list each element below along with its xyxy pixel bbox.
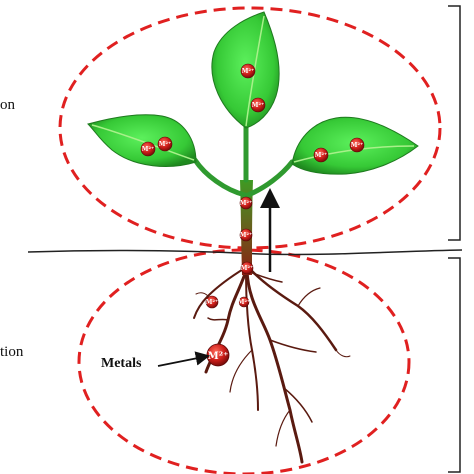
shoot-zone-ellipse bbox=[58, 6, 442, 250]
ion-legend: M²⁺ bbox=[206, 343, 230, 367]
ion-root-1: M²⁺ bbox=[205, 295, 219, 309]
ion-stem-2: M²⁺ bbox=[239, 228, 253, 242]
svg-text:M²⁺: M²⁺ bbox=[240, 232, 252, 239]
svg-text:M²⁺: M²⁺ bbox=[159, 141, 171, 148]
svg-text:M²⁺: M²⁺ bbox=[241, 265, 253, 272]
svg-text:M²⁺: M²⁺ bbox=[252, 102, 264, 109]
leaves bbox=[87, 11, 419, 175]
svg-text:M²⁺: M²⁺ bbox=[208, 351, 229, 362]
svg-text:M²⁺: M²⁺ bbox=[206, 299, 218, 306]
ion-leaf-top-2: M²⁺ bbox=[250, 97, 266, 113]
shoot-bracket bbox=[448, 5, 461, 241]
ion-leaf-right-2: M²⁺ bbox=[349, 137, 365, 153]
ion-root-2: M²⁺ bbox=[238, 296, 250, 308]
ion-stem-3: M²⁺ bbox=[240, 261, 254, 275]
metals-pointer-arrow bbox=[157, 351, 211, 367]
root-zone-ellipse bbox=[77, 248, 411, 474]
leaf-stalks bbox=[192, 122, 295, 198]
ion-leaf-right-1: M²⁺ bbox=[313, 147, 329, 163]
roots bbox=[193, 266, 351, 464]
svg-text:M²⁺: M²⁺ bbox=[242, 68, 254, 75]
ion-stem-1: M²⁺ bbox=[239, 196, 253, 210]
svg-text:M²⁺: M²⁺ bbox=[351, 142, 363, 149]
metals-label: Metals bbox=[101, 356, 142, 371]
svg-text:M²⁺: M²⁺ bbox=[142, 146, 154, 153]
svg-text:M²⁺: M²⁺ bbox=[238, 299, 250, 306]
svg-text:M²⁺: M²⁺ bbox=[240, 200, 252, 207]
root-zone-label: tion bbox=[0, 344, 24, 360]
shoot-zone-label: on bbox=[0, 97, 15, 113]
svg-text:M²⁺: M²⁺ bbox=[315, 152, 327, 159]
ion-leaf-left-1: M²⁺ bbox=[140, 141, 156, 157]
soil-line bbox=[27, 249, 463, 256]
ions: M²⁺ M²⁺ M²⁺ M²⁺ M²⁺ M²⁺ M²⁺ M²⁺ bbox=[140, 63, 365, 367]
ion-leaf-left-2: M²⁺ bbox=[157, 136, 173, 152]
root-bracket bbox=[448, 257, 461, 473]
ion-leaf-top-1: M²⁺ bbox=[240, 63, 256, 79]
